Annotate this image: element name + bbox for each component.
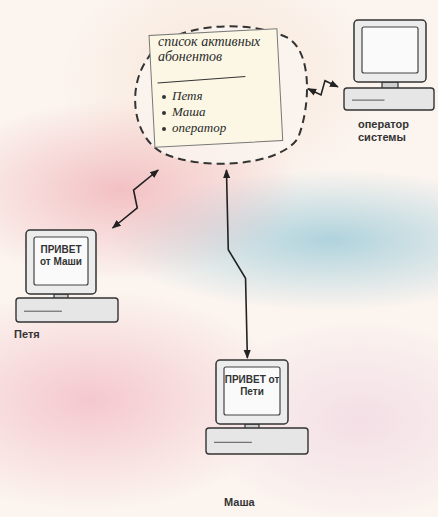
computer-caption: Маша: [224, 496, 304, 509]
computer-caption: оператор системы: [358, 118, 436, 144]
masha-computer: ПРИВЕТ от ПетиМаша: [200, 358, 312, 513]
operator-computer: оператор системы: [338, 18, 436, 150]
list-item: Петя: [172, 88, 272, 103]
computer-caption: Петя: [14, 328, 94, 341]
computer-icon: [338, 18, 436, 150]
bullet-dot: [162, 127, 166, 131]
list-item: Маша: [172, 104, 272, 119]
petya-computer: ПРИВЕТ от МашиПетя: [14, 228, 120, 344]
list-heading: список активных абонентов: [158, 34, 276, 64]
list-item: оператор: [172, 120, 272, 135]
bullet-dot: [162, 111, 166, 115]
lightning-connector: [308, 81, 338, 95]
screen-message: ПРИВЕТ от Маши: [34, 244, 88, 268]
subscriber-list-cloud: список активных абонентовПетяМашаоперато…: [128, 18, 308, 170]
lightning-connector: [113, 170, 159, 228]
screen-message: ПРИВЕТ от Пети: [224, 374, 280, 398]
lightning-connector: [226, 170, 247, 358]
bullet-dot: [162, 95, 166, 99]
